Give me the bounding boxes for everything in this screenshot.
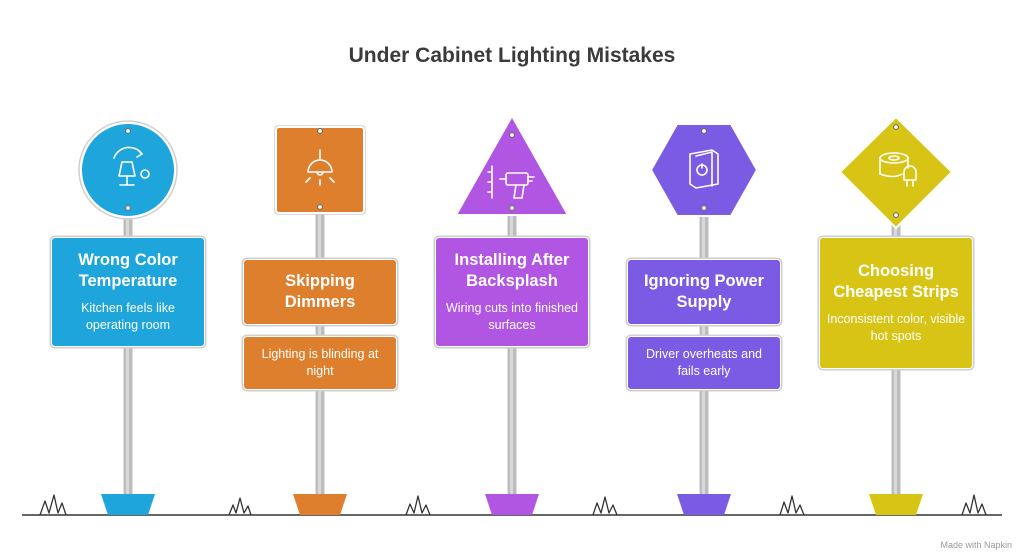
top-sign-circle bbox=[78, 120, 178, 220]
signpost-base-installing-after-backsplash bbox=[485, 494, 539, 515]
sign-heading: Choosing Cheapest Strips bbox=[833, 262, 959, 301]
watermark: Made with Napkin bbox=[940, 540, 1012, 550]
sign-heading: Installing After Backsplash bbox=[454, 251, 570, 290]
top-sign-square bbox=[274, 125, 366, 215]
sign-subboard-skipping-dimmers: Lighting is blinding at night bbox=[243, 336, 397, 390]
top-sign-diamond bbox=[839, 116, 953, 229]
sign-board-installing-after-backsplash: Installing After Backsplash Wiring cuts … bbox=[435, 237, 589, 347]
sign-description: Driver overheats and fails early bbox=[645, 347, 763, 378]
sign-heading: Wrong Color Temperature bbox=[78, 251, 178, 290]
top-sign-triangle bbox=[455, 115, 569, 216]
top-sign-hexagon bbox=[650, 123, 758, 217]
sign-description: Lighting is blinding at night bbox=[261, 347, 379, 378]
sign-board-wrong-color-temperature: Wrong Color Temperature Kitchen feels li… bbox=[51, 237, 205, 347]
grass-tufts bbox=[39, 494, 987, 516]
sign-description: Inconsistent color, visible hot spots bbox=[826, 312, 966, 343]
sign-description: Kitchen feels like operating room bbox=[81, 301, 175, 332]
drill-icon bbox=[487, 165, 535, 199]
sign-subboard-ignoring-power-supply: Driver overheats and fails early bbox=[627, 336, 781, 390]
sign-board-ignoring-power-supply: Ignoring Power Supply bbox=[627, 259, 781, 325]
signpost-base-choosing-cheapest-strips bbox=[869, 494, 923, 515]
sign-board-skipping-dimmers: Skipping Dimmers bbox=[243, 259, 397, 325]
pendant-light-icon bbox=[305, 149, 335, 186]
signpost-base-wrong-color-temperature bbox=[101, 494, 155, 515]
signpost-base-ignoring-power-supply bbox=[677, 494, 731, 515]
lamp-dial-icon bbox=[113, 146, 150, 186]
sign-board-choosing-cheapest-strips: Choosing Cheapest Strips Inconsistent co… bbox=[819, 237, 973, 369]
sign-description: Wiring cuts into finished surfaces bbox=[445, 301, 578, 332]
page-title: Under Cabinet Lighting Mistakes bbox=[348, 44, 676, 67]
signpost-base-skipping-dimmers bbox=[293, 494, 347, 515]
power-box-icon bbox=[689, 149, 719, 189]
sign-heading: Skipping Dimmers bbox=[284, 272, 356, 311]
led-strip-icon bbox=[879, 152, 917, 187]
sign-heading: Ignoring Power Supply bbox=[643, 272, 765, 311]
